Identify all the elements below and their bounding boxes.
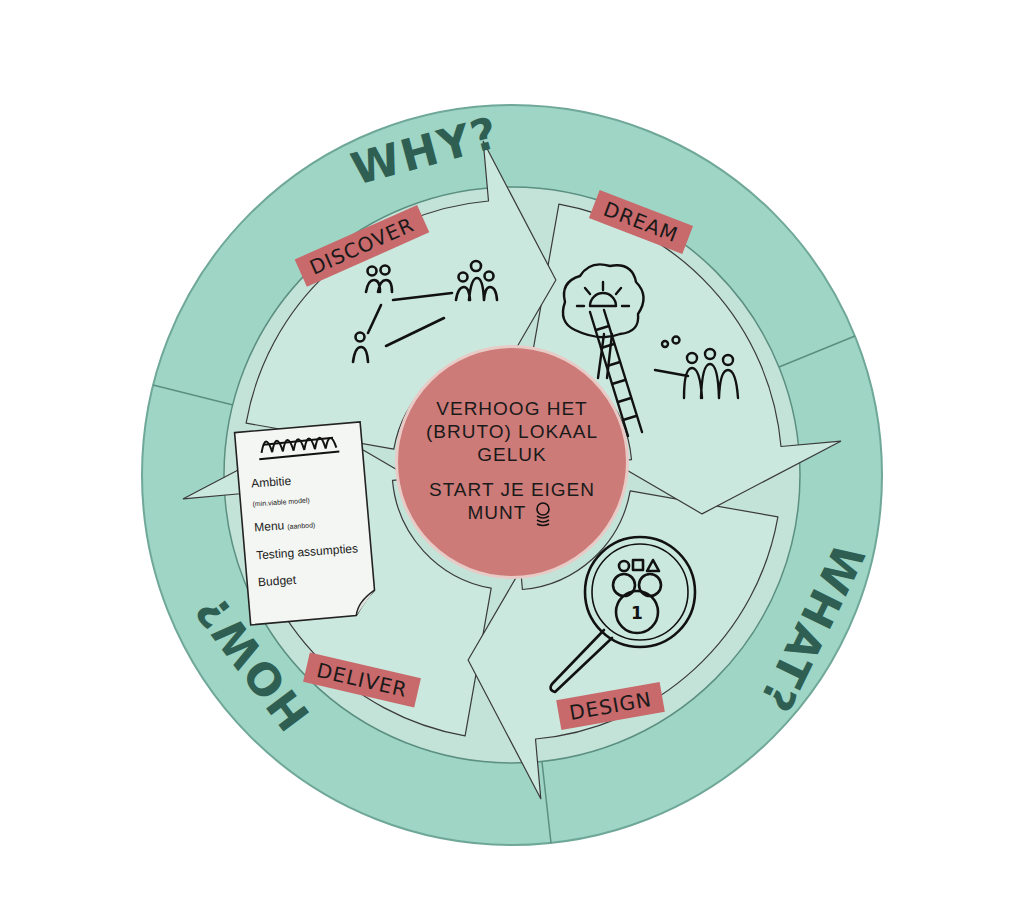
goal-text: VERHOOG HET (BRUTO) LOKAAL GELUK	[426, 398, 598, 465]
outer-ring	[142, 105, 882, 845]
cycle-circle: WHY?WHAT?HOW?DISCOVERDREAMDESIGNDELIVERV…	[140, 103, 884, 847]
goal-circle: VERHOOG HET (BRUTO) LOKAAL GELUK START JE…	[395, 345, 629, 579]
coin-stack-icon	[530, 501, 556, 527]
plan-item: Budget	[258, 572, 297, 589]
coin-value: 1	[631, 603, 643, 623]
people-network	[353, 261, 497, 362]
scribbled-heads	[258, 436, 339, 459]
goal-text: START JE EIGEN MUNT	[429, 479, 595, 523]
plan-item: Menu	[254, 518, 285, 534]
plan-note: Ambitie(min.viable model)Menu(aanbod)Tes…	[230, 417, 378, 627]
plan-item: Ambitie	[251, 473, 292, 490]
cycle-arrows	[183, 141, 840, 798]
plan-item: (aanbod)	[287, 521, 315, 530]
